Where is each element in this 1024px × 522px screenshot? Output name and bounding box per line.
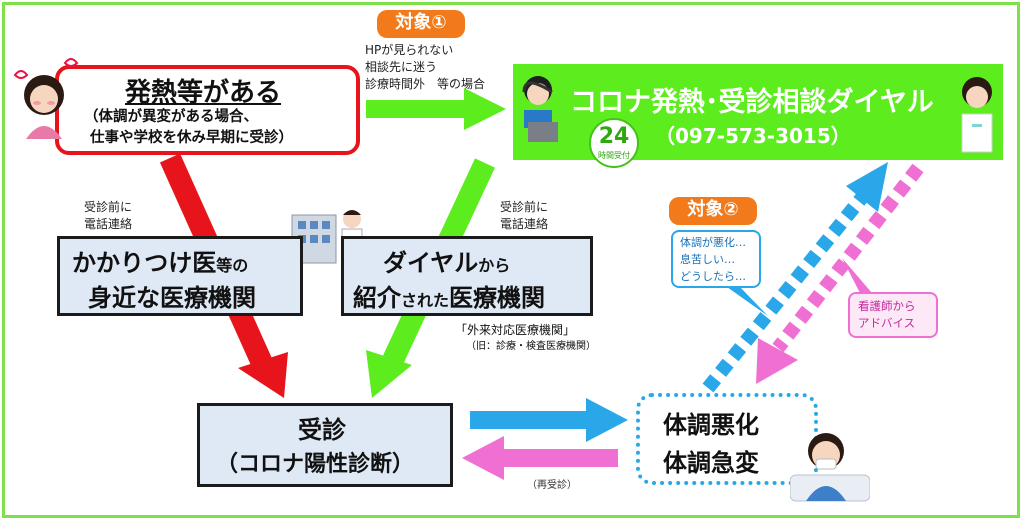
prior-call-left-line2: 電話連絡	[84, 217, 133, 231]
referred-hospital-box	[341, 236, 593, 316]
sick-patient-icon	[790, 433, 870, 502]
referred-line2: 紹介された医療機関	[353, 284, 546, 312]
pink-dotted-arrow-to-worsen	[756, 163, 924, 384]
badge-text: 時間受付	[598, 151, 630, 160]
exam-box	[197, 403, 453, 487]
callout-blue-tail	[727, 287, 768, 316]
family-doctor-line1: かかりつけ医等の	[72, 249, 249, 277]
24-hour-badge: 24 時間受付	[589, 118, 639, 168]
symptom-callout-text: 体調が悪化… 息苦しい… どうしたら…	[680, 236, 746, 283]
dial-condition-line3: 診療時間外 等の場合	[365, 77, 486, 91]
dial-title: コロナ発熱･受診相談ダイヤル	[570, 87, 934, 118]
revisit-label: （再受診）	[527, 480, 577, 491]
nurse-icon	[961, 77, 993, 153]
prior-call-right-line2: 電話連絡	[500, 217, 549, 231]
symptom-callout	[671, 230, 761, 288]
fever-title: 発熱等がある	[125, 78, 282, 108]
callout-pink-tail	[842, 258, 872, 293]
fever-note-line1: （体調が異変がある場合、	[84, 109, 258, 125]
nurse-advice-text: 看護師から アドバイス	[858, 299, 916, 330]
exam-line2: （コロナ陽性診断）	[216, 452, 415, 477]
referred-line1: ダイヤルから	[383, 249, 511, 277]
outpatient-note: 「外来対応医療機関」	[455, 323, 576, 337]
blue-dotted-arrow-to-dial	[702, 162, 888, 393]
worsen-line2: 体調急変	[663, 449, 759, 477]
green-arrow-to-dial	[366, 88, 506, 130]
family-doctor-line2: 身近な医療機関	[88, 284, 256, 312]
blue-arrow-to-worsen	[470, 398, 628, 442]
fever-note-line2: 仕事や学校を休み早期に受診）	[90, 130, 293, 146]
operator-man-icon	[522, 76, 558, 142]
dial-condition-line1: HPが見られない	[365, 43, 454, 57]
badge-number: 24	[598, 124, 630, 149]
target-2-badge: 対象②	[669, 197, 757, 225]
pink-arrow-revisit	[462, 436, 618, 480]
target-1-badge: 対象①	[377, 10, 465, 38]
former-name-note: （旧：診療・検査医療機関）	[466, 341, 596, 352]
nurse-advice-callout	[848, 292, 938, 338]
condition-worsens-box	[636, 393, 818, 485]
worsen-line1: 体調悪化	[663, 411, 759, 439]
sick-woman-icon	[13, 58, 79, 139]
family-doctor-box	[57, 236, 303, 316]
prior-call-right-line1: 受診前に	[500, 200, 549, 214]
dial-phone-number: （097-573-3015）	[655, 124, 851, 148]
dial-condition-line2: 相談先に迷う	[365, 60, 438, 74]
prior-call-left-line1: 受診前に	[84, 200, 133, 214]
exam-line1: 受診	[298, 416, 346, 444]
